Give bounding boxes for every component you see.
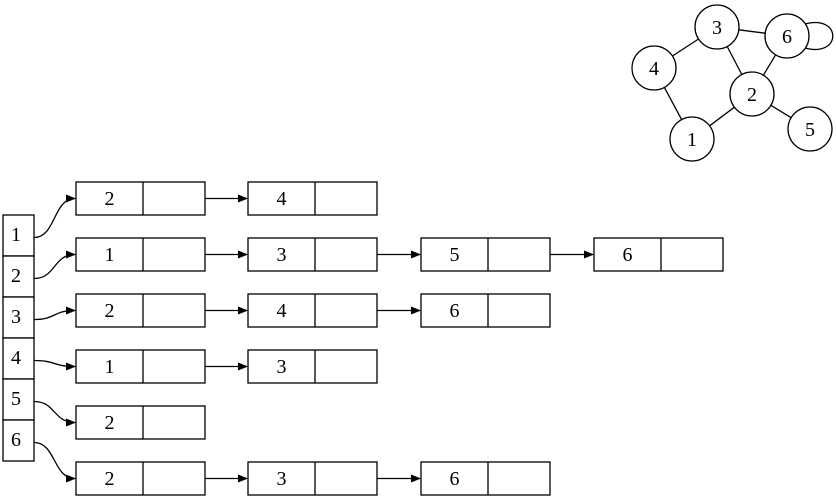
list-node: 2 (75, 405, 206, 440)
node-circle (669, 116, 715, 162)
adjacency-list: 1 2 4 2 1 3 5 6 3 2 4 6 4 1 3 5 2 6 2 3 6 (2, 181, 724, 496)
neighbor-value: 3 (277, 356, 287, 378)
head-pointer-arrow (33, 400, 76, 427)
graph-node: 1 (669, 116, 715, 162)
list-node: 3 (247, 461, 378, 496)
neighbor-value: 2 (105, 188, 115, 210)
vertex-label: 2 (11, 265, 21, 287)
list-node: 6 (420, 293, 551, 328)
vertex-array-cell: 4 (2, 337, 35, 380)
neighbor-value: 6 (623, 244, 633, 266)
list-node: 3 (247, 349, 378, 384)
node-label: 3 (712, 17, 722, 39)
neighbor-value: 1 (105, 244, 115, 266)
node-label: 1 (687, 129, 697, 151)
self-loop-edge (804, 21, 834, 51)
node-circle (787, 106, 833, 152)
list-node: 6 (420, 461, 551, 496)
node-label: 4 (649, 58, 659, 80)
graph-edge (726, 46, 743, 75)
neighbor-value: 6 (450, 468, 460, 490)
graph-node: 4 (631, 45, 677, 91)
neighbor-value: 1 (105, 356, 115, 378)
graph-drawing: 1 2 3 4 5 6 (631, 4, 834, 162)
vertex-label: 3 (11, 306, 21, 328)
head-pointer-arrow (33, 359, 76, 371)
vertex-label: 6 (11, 429, 21, 451)
graph-node: 6 (764, 13, 810, 59)
neighbor-value: 2 (105, 300, 115, 322)
head-pointer-arrow (33, 441, 76, 483)
head-pointer-arrow (33, 250, 76, 280)
neighbor-value: 6 (450, 300, 460, 322)
list-node: 4 (247, 293, 378, 328)
neighbor-value: 3 (277, 468, 287, 490)
list-node: 1 (75, 349, 206, 384)
graph-node: 3 (694, 4, 740, 50)
neighbor-value: 3 (277, 244, 287, 266)
node-circle (631, 45, 677, 91)
graph-edge (738, 29, 766, 34)
vertex-array-cell: 1 (2, 214, 35, 257)
vertex-array-cell: 2 (2, 255, 35, 298)
neighbor-value: 2 (105, 412, 115, 434)
list-node: 3 (247, 237, 378, 272)
neighbor-value: 2 (105, 468, 115, 490)
node-label: 2 (747, 84, 757, 106)
graph-edge (762, 54, 777, 76)
graph-edge (663, 87, 683, 120)
neighbor-value: 4 (277, 300, 287, 322)
node-label: 5 (805, 119, 815, 141)
list-node: 2 (75, 181, 206, 216)
vertex-label: 1 (11, 224, 21, 246)
list-node: 1 (75, 237, 206, 272)
vertex-array-cell: 5 (2, 378, 35, 421)
list-node: 4 (247, 181, 378, 216)
head-pointer-arrow (33, 306, 76, 321)
vertex-label: 4 (11, 347, 21, 369)
head-pointer-arrow (33, 194, 76, 239)
neighbor-value: 5 (450, 244, 460, 266)
vertex-label: 5 (11, 388, 21, 410)
graph-edge (770, 104, 792, 119)
list-node: 6 (593, 237, 724, 272)
graph-node: 2 (729, 71, 775, 117)
vertex-array-cell: 3 (2, 296, 35, 339)
list-node: 2 (75, 293, 206, 328)
list-node: 5 (420, 237, 551, 272)
graph-node: 5 (787, 106, 833, 152)
node-circle (729, 71, 775, 117)
graph-edge (709, 106, 735, 127)
list-node: 2 (75, 461, 206, 496)
node-label: 6 (782, 26, 792, 48)
vertex-array-cell: 6 (2, 419, 35, 462)
node-circle (694, 4, 740, 50)
graph-edge (672, 38, 699, 57)
neighbor-value: 4 (277, 188, 287, 210)
node-circle (764, 13, 810, 59)
